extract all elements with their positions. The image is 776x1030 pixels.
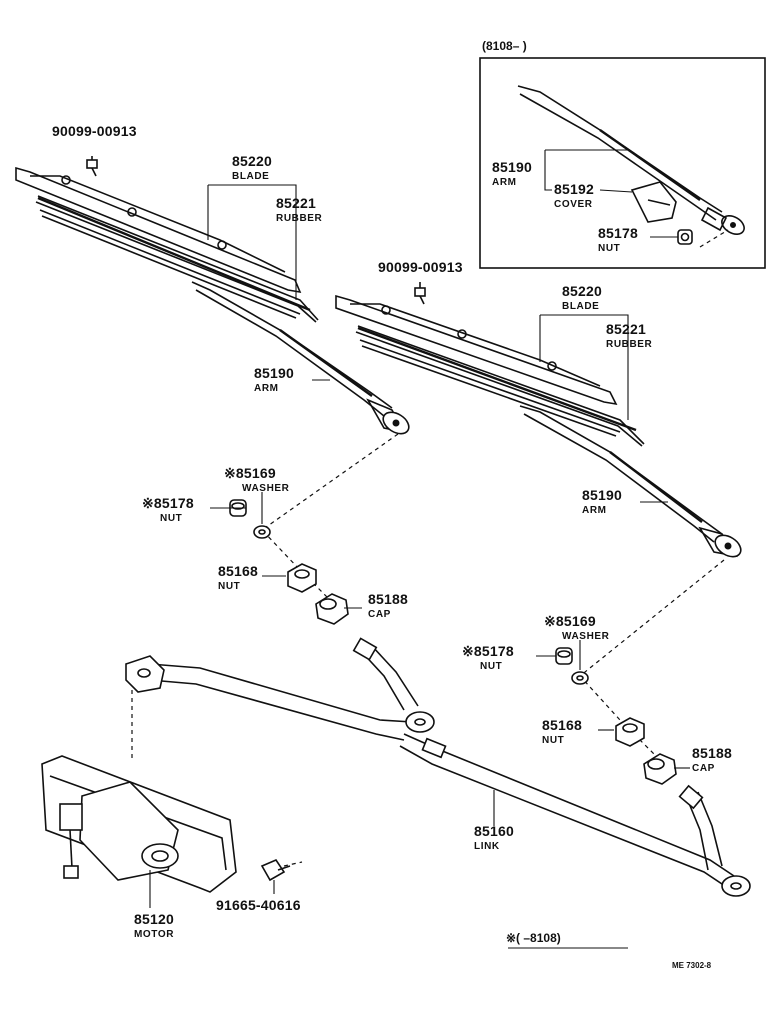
part-number: 85168 bbox=[218, 563, 258, 579]
label-blade-right: 85220 BLADE bbox=[562, 284, 602, 312]
label-arm-right: 85190 ARM bbox=[582, 488, 622, 516]
part-name: CAP bbox=[368, 609, 391, 620]
part-number: 85220 bbox=[232, 153, 272, 169]
inset-cover-drawing bbox=[630, 181, 677, 223]
label-motor: 85120 MOTOR bbox=[134, 912, 174, 940]
left-cap-drawing bbox=[315, 593, 349, 625]
part-number: 85221 bbox=[606, 321, 646, 337]
part-name: NUT bbox=[160, 513, 183, 524]
part-name: COVER bbox=[554, 199, 593, 210]
right-cap-drawing bbox=[643, 753, 677, 785]
part-number: 85220 bbox=[562, 283, 602, 299]
part-name: CAP bbox=[692, 763, 715, 774]
part-number: ※85178 bbox=[462, 643, 514, 659]
inset-arm-drawing bbox=[517, 85, 745, 235]
label-screw: 91665-40616 bbox=[216, 898, 301, 914]
label-nut-left: 85168 NUT bbox=[218, 564, 258, 592]
part-number: 85160 bbox=[474, 823, 514, 839]
diagram-code: ME 7302-8 bbox=[672, 961, 712, 970]
right-arm-drawing bbox=[519, 405, 742, 558]
part-number: 85221 bbox=[276, 195, 316, 211]
part-number: ※85169 bbox=[224, 465, 276, 481]
part-name: ARM bbox=[582, 505, 607, 516]
left-bolt-drawing bbox=[86, 156, 98, 177]
right-bolt-drawing bbox=[414, 282, 426, 305]
part-number: 85190 bbox=[254, 365, 294, 381]
part-number: 90099-00913 bbox=[378, 259, 463, 275]
part-name: NUT bbox=[480, 661, 503, 672]
label-washer-right: ※85169 WASHER bbox=[544, 614, 610, 642]
right-nut-top-drawing bbox=[555, 647, 573, 665]
part-number: 85192 bbox=[554, 181, 594, 197]
part-name: BLADE bbox=[232, 171, 270, 182]
right-nut-drawing bbox=[615, 717, 645, 747]
part-name: NUT bbox=[542, 735, 565, 746]
left-blade-drawing bbox=[15, 166, 319, 323]
label-inset-cover: 85192 COVER bbox=[554, 182, 594, 210]
inset-frame bbox=[479, 57, 766, 269]
part-name: RUBBER bbox=[606, 339, 653, 350]
part-number: 90099-00913 bbox=[52, 123, 137, 139]
left-washer-drawing bbox=[253, 525, 271, 539]
part-number: 85190 bbox=[582, 487, 622, 503]
label-nut-right-top: ※85178 NUT bbox=[462, 644, 514, 672]
part-number: 85188 bbox=[368, 591, 408, 607]
left-arm-drawing bbox=[191, 281, 410, 435]
part-name: NUT bbox=[598, 243, 621, 254]
label-inset-arm: 85190 ARM bbox=[492, 160, 532, 188]
part-name: WASHER bbox=[562, 631, 610, 642]
part-number: ※85169 bbox=[544, 613, 596, 629]
link-drawing bbox=[125, 637, 751, 897]
right-blade-drawing bbox=[335, 294, 645, 447]
left-nut-drawing bbox=[287, 563, 317, 593]
right-washer-drawing bbox=[571, 671, 589, 685]
label-link: 85160 LINK bbox=[474, 824, 514, 852]
part-name: BLADE bbox=[562, 301, 600, 312]
footer-note: ※( –8108) bbox=[506, 931, 561, 945]
part-name: ARM bbox=[492, 177, 517, 188]
part-name: WASHER bbox=[242, 483, 290, 494]
part-number: ※85178 bbox=[142, 495, 194, 511]
part-number: 85188 bbox=[692, 745, 732, 761]
label-nut-right: 85168 NUT bbox=[542, 718, 582, 746]
label-inset-nut: 85178 NUT bbox=[598, 226, 638, 254]
part-name: MOTOR bbox=[134, 929, 175, 940]
part-name: ARM bbox=[254, 383, 279, 394]
label-bolt-right: 90099-00913 bbox=[378, 260, 463, 276]
label-washer-left: ※85169 WASHER bbox=[224, 466, 290, 494]
motor-drawing bbox=[41, 755, 237, 893]
label-blade-left: 85220 BLADE bbox=[232, 154, 272, 182]
motor-screw-drawing bbox=[260, 859, 291, 882]
label-rubber-right: 85221 RUBBER bbox=[606, 322, 652, 350]
part-name: LINK bbox=[474, 841, 500, 852]
part-name: RUBBER bbox=[276, 213, 323, 224]
part-name: NUT bbox=[218, 581, 241, 592]
label-arm-left: 85190 ARM bbox=[254, 366, 294, 394]
part-number: 85178 bbox=[598, 225, 638, 241]
label-cap-left: 85188 CAP bbox=[368, 592, 408, 620]
label-cap-right: 85188 CAP bbox=[692, 746, 732, 774]
part-number: 85120 bbox=[134, 911, 174, 927]
part-number: 85168 bbox=[542, 717, 582, 733]
label-nut-left-top: ※85178 NUT bbox=[142, 496, 194, 524]
part-number: 85190 bbox=[492, 159, 532, 175]
inset-nut-drawing bbox=[677, 229, 693, 245]
inset-header: (8108– ) bbox=[482, 39, 527, 53]
label-rubber-left: 85221 RUBBER bbox=[276, 196, 322, 224]
label-bolt-left: 90099-00913 bbox=[52, 124, 137, 140]
part-number: 91665-40616 bbox=[216, 897, 301, 913]
